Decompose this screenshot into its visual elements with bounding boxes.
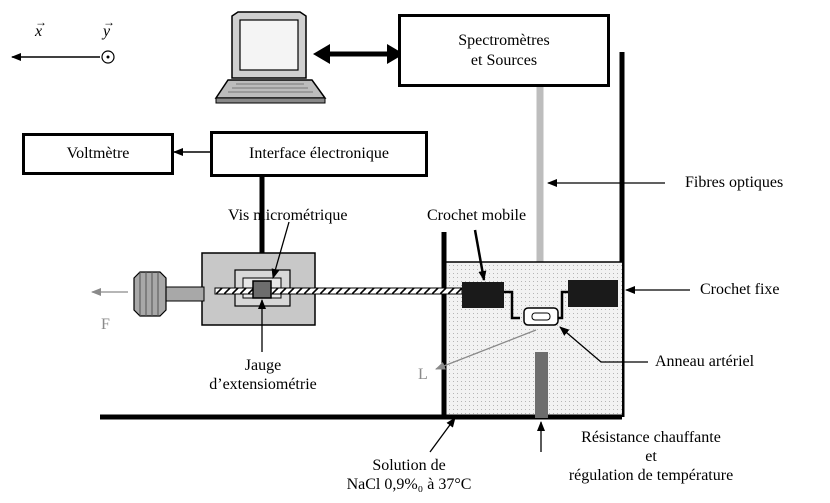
x-axis-label: →x xyxy=(35,15,47,40)
vis-label: Vis micrométrique xyxy=(228,207,348,224)
data-link-arrow xyxy=(313,44,404,64)
interface-box: Interface électronique xyxy=(210,131,428,177)
crochet-fixe-label: Crochet fixe xyxy=(700,281,780,298)
arterial-ring xyxy=(523,307,559,326)
voltmeter-box: Voltmètre xyxy=(22,133,174,175)
crochet-mobile-label: Crochet mobile xyxy=(427,207,527,224)
fixed-hook xyxy=(568,280,618,307)
mobile-hook xyxy=(462,282,504,308)
computer-icon xyxy=(214,11,327,104)
spectrometer-label-line1: Spectromètres xyxy=(458,31,550,49)
solution-label: Solution de NaCl 0,9%₀ à 37°C xyxy=(346,457,472,493)
resistance-label: Résistance chauffante et régulation de t… xyxy=(568,429,734,484)
micrometer-knob xyxy=(133,271,205,317)
heating-resistor xyxy=(535,352,548,418)
interface-label: Interface électronique xyxy=(249,145,389,162)
spectrometer-box: Spectromètres et Sources xyxy=(398,14,610,87)
strain-gauge xyxy=(252,280,272,299)
jauge-label: Jauge d’extensiométrie xyxy=(209,357,317,393)
length-label: L xyxy=(418,366,428,383)
y-axis-label: →y xyxy=(103,15,115,40)
solution-pointer xyxy=(429,417,456,453)
crochet-mobile-pointer xyxy=(473,229,487,281)
axis-legend xyxy=(11,50,115,64)
force-label: F xyxy=(101,316,110,333)
length-arrow xyxy=(435,329,537,370)
vis-pointer xyxy=(271,221,290,279)
anneau-pointer xyxy=(559,326,648,363)
spectrometer-label-line2: et Sources xyxy=(470,51,538,69)
fibres-label: Fibres optiques xyxy=(685,174,784,191)
voltmeter-label: Voltmètre xyxy=(66,145,130,162)
anneau-label: Anneau artériel xyxy=(655,353,755,370)
threaded-rod xyxy=(214,287,463,295)
